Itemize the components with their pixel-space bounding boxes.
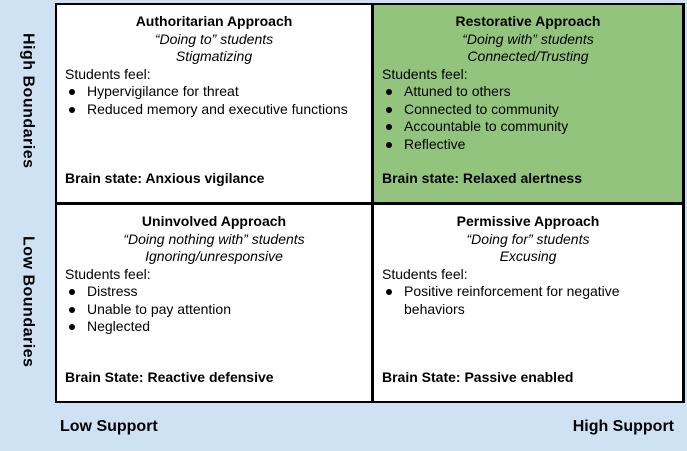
quadrant-authoritarian: Authoritarian Approach “Doing to” studen… <box>57 5 371 202</box>
list-item: Hypervigilance for threat <box>65 83 363 101</box>
students-feel-label: Students feel: <box>65 65 151 82</box>
list-item: Connected to community <box>382 101 674 119</box>
list-item: Reflective <box>382 136 674 154</box>
quadrant-descriptor: Excusing <box>499 248 557 264</box>
quadrant-descriptor: Stigmatizing <box>175 48 253 64</box>
feelings-list: Distress Unable to pay attention Neglect… <box>65 283 363 336</box>
quadrant-grid: Authoritarian Approach “Doing to” studen… <box>55 3 685 403</box>
quadrant-title: Authoritarian Approach <box>135 13 293 29</box>
quadrant-title: Restorative Approach <box>455 13 601 29</box>
quadrant-restorative: Restorative Approach “Doing with” studen… <box>374 5 682 202</box>
y-axis-high-boundaries: High Boundaries <box>0 0 55 202</box>
brain-state: Brain state: Anxious vigilance <box>65 169 265 186</box>
y-axis-high-label: High Boundaries <box>19 33 37 169</box>
brain-state: Brain State: Passive enabled <box>382 368 574 385</box>
brain-state: Brain State: Reactive defensive <box>65 368 274 385</box>
feelings-list: Hypervigilance for threat Reduced memory… <box>65 83 363 118</box>
students-feel-label: Students feel: <box>65 265 151 282</box>
quadrant-title: Permissive Approach <box>456 213 600 229</box>
feelings-list: Attuned to others Connected to community… <box>382 83 674 153</box>
feelings-list: Positive reinforcement for negative beha… <box>382 283 674 318</box>
students-feel-label: Students feel: <box>382 65 468 82</box>
quadrant-subtitle: “Doing for” students <box>466 230 590 247</box>
list-item: Distress <box>65 283 363 301</box>
quadrant-descriptor: Connected/Trusting <box>467 48 589 64</box>
quadrant-title: Uninvolved Approach <box>141 213 287 229</box>
list-item: Positive reinforcement for negative beha… <box>382 283 674 318</box>
quadrant-descriptor: Ignoring/unresponsive <box>145 248 283 264</box>
y-axis-low-label: Low Boundaries <box>19 236 37 368</box>
list-item: Accountable to community <box>382 118 674 136</box>
quadrant-permissive: Permissive Approach “Doing for” students… <box>374 205 682 401</box>
students-feel-label: Students feel: <box>382 265 468 282</box>
list-item: Unable to pay attention <box>65 301 363 319</box>
list-item: Reduced memory and executive functions <box>65 101 363 119</box>
y-axis-low-boundaries: Low Boundaries <box>0 202 55 402</box>
brain-state: Brain state: Relaxed alertness <box>382 169 582 186</box>
quadrant-uninvolved: Uninvolved Approach “Doing nothing with”… <box>57 205 371 401</box>
list-item: Attuned to others <box>382 83 674 101</box>
quadrant-subtitle: “Doing to” students <box>154 30 274 47</box>
x-axis-high-support-label: High Support <box>572 418 674 435</box>
x-axis-low-support-label: Low Support <box>60 418 158 435</box>
quadrant-subtitle: “Doing nothing with” students <box>123 230 305 247</box>
list-item: Neglected <box>65 318 363 336</box>
quadrant-subtitle: “Doing with” students <box>462 30 594 47</box>
